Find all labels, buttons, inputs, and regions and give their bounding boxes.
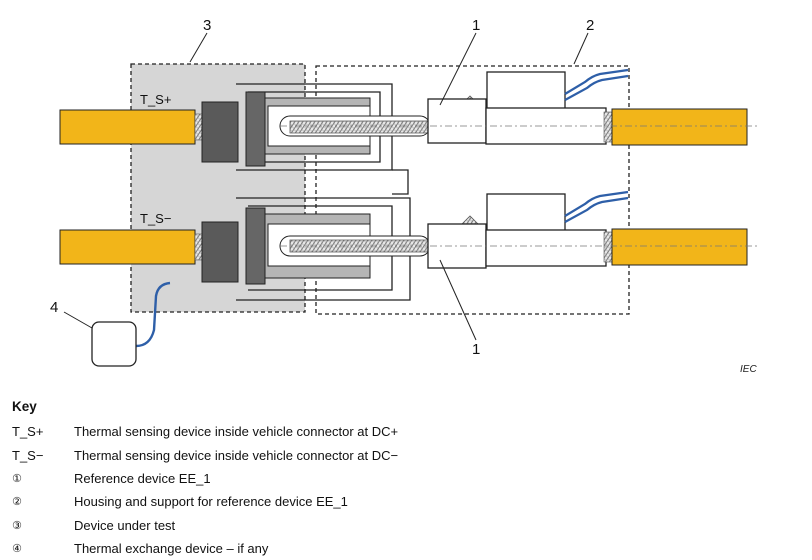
lower-assembly xyxy=(59,190,760,301)
callout-4: 4 xyxy=(50,299,58,316)
callout-3: 3 xyxy=(203,17,211,34)
housing-region xyxy=(315,65,630,315)
key-description: Thermal sensing device inside vehicle co… xyxy=(74,447,399,463)
upper-left-cable xyxy=(59,109,196,145)
key-legend: Key T_S+ Thermal sensing device inside v… xyxy=(12,398,792,560)
lower-plate xyxy=(245,207,266,285)
upper-plate xyxy=(245,91,266,167)
key-description: Thermal sensing device inside vehicle co… xyxy=(74,424,399,440)
key-row: T_S− Thermal sensing device inside vehic… xyxy=(12,443,792,466)
key-row: ② Housing and support for reference devi… xyxy=(12,490,792,513)
thermal-exchange-wire xyxy=(135,281,171,348)
lower-right-cable xyxy=(611,228,748,266)
callout-1-top: 1 xyxy=(472,17,480,34)
sensor-label-dc-plus: T_S+ xyxy=(140,92,171,107)
key-row: ③ Device under test xyxy=(12,514,792,537)
callout-1-bottom: 1 xyxy=(472,341,480,358)
key-description: Reference device EE_1 xyxy=(74,470,211,486)
key-row: ① Reference device EE_1 xyxy=(12,467,792,490)
connector-test-diagram: 3 1 2 1 4 T_S+ T_S− IEC xyxy=(50,17,760,375)
iec-credit: IEC xyxy=(740,364,757,375)
key-symbol: ② xyxy=(12,496,22,509)
key-row: ④ Thermal exchange device – if any xyxy=(12,537,792,560)
lower-blue-wires xyxy=(564,190,629,217)
key-symbol: ④ xyxy=(12,543,22,556)
key-symbol: ③ xyxy=(12,519,22,532)
upper-reference-device xyxy=(427,98,487,144)
lower-connector-block xyxy=(201,221,239,283)
upper-assembly xyxy=(59,68,760,171)
key-description: Housing and support for reference device… xyxy=(74,494,348,510)
upper-connector-block xyxy=(201,101,239,163)
key-title: Key xyxy=(12,399,37,414)
thermal-exchange-device xyxy=(91,321,137,367)
key-description: Device under test xyxy=(74,517,176,533)
key-description: Thermal exchange device – if any xyxy=(74,541,269,557)
key-symbol: T_S+ xyxy=(12,424,44,440)
callout-2: 2 xyxy=(586,17,594,34)
key-symbol: T_S− xyxy=(12,447,44,463)
sensor-label-dc-minus: T_S− xyxy=(140,211,171,226)
key-row: T_S+ Thermal sensing device inside vehic… xyxy=(12,420,792,443)
lower-left-cable xyxy=(59,229,196,265)
key-symbol: ① xyxy=(12,472,22,485)
upper-right-cable xyxy=(611,108,748,146)
upper-blue-wires xyxy=(564,68,629,95)
